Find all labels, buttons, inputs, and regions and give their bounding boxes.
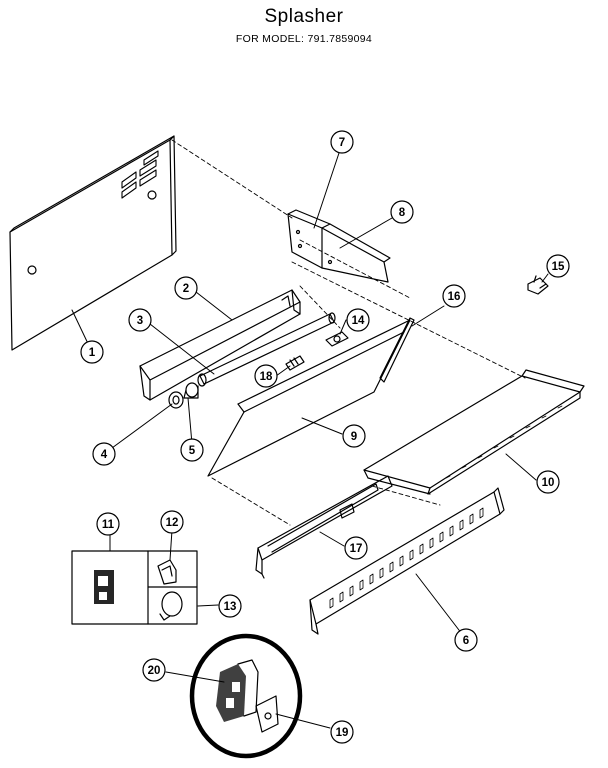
callout-7-circle <box>330 130 354 154</box>
callout-17: 17 <box>350 543 363 555</box>
part-connector <box>325 331 349 347</box>
callout-4-circle <box>92 442 116 466</box>
callout-18-circle <box>254 364 278 388</box>
callout-6: 6 <box>463 635 469 647</box>
part-switch <box>94 570 114 604</box>
part-mount-bracket <box>255 695 279 733</box>
part-fitting <box>168 391 184 409</box>
callout-3-circle <box>128 308 152 332</box>
callout-12: 12 <box>166 517 179 529</box>
part-clip <box>183 382 199 399</box>
trim-vents <box>329 507 484 609</box>
callout-16: 16 <box>448 291 461 303</box>
leader-lines <box>71 149 549 729</box>
callout-18: 18 <box>260 371 273 383</box>
part-upper-channel <box>139 289 301 401</box>
callout-19-circle <box>330 720 354 744</box>
part-bracket <box>287 209 391 283</box>
shelf-holes <box>445 405 563 479</box>
callout-14: 14 <box>352 315 365 327</box>
callout-16-circle <box>442 284 466 308</box>
callout-20: 20 <box>148 665 161 677</box>
callout-9: 9 <box>351 431 357 443</box>
callout-5-circle <box>180 438 204 462</box>
callout-8-circle <box>390 200 414 224</box>
callout-19: 19 <box>336 727 349 739</box>
callout-9-circle <box>342 424 366 448</box>
callout-11-circle <box>96 512 120 536</box>
part-rail <box>255 475 393 579</box>
callout-5: 5 <box>189 445 196 457</box>
part-thermostat <box>216 659 259 722</box>
part-wire-loop <box>159 591 183 621</box>
callout-14-circle <box>346 308 370 332</box>
callout-1: 1 <box>89 347 96 359</box>
callout-11: 11 <box>102 519 115 531</box>
circled-detail <box>189 633 303 759</box>
part-rod <box>379 317 415 383</box>
callout-13-circle <box>218 594 242 618</box>
part-shelf <box>363 369 585 495</box>
callout-15: 15 <box>552 261 565 273</box>
part-back-panel <box>9 135 177 351</box>
vent-slots <box>121 150 159 199</box>
callout-8: 8 <box>399 207 406 219</box>
callout-3: 3 <box>137 315 143 327</box>
callout-10: 10 <box>542 477 555 489</box>
callout-10-circle <box>536 470 560 494</box>
part-splasher-plate <box>207 319 411 477</box>
callout-12-circle <box>160 510 184 534</box>
callout-markers <box>80 130 570 744</box>
callout-13: 13 <box>224 601 237 613</box>
callout-2: 2 <box>183 283 189 295</box>
part-vented-trim <box>309 487 505 635</box>
callout-7: 7 <box>339 137 345 149</box>
part-clip-small <box>157 559 177 585</box>
model-subtitle: FOR MODEL: 791.7859094 <box>235 33 373 45</box>
callout-6-circle <box>454 628 478 652</box>
inset-parts-box <box>71 550 198 625</box>
callout-1-circle <box>80 340 104 364</box>
callout-2-circle <box>174 276 198 300</box>
callout-labels: 1 2 3 4 5 6 7 8 9 10 11 12 13 14 15 16 1… <box>89 137 565 739</box>
part-tube <box>197 312 336 387</box>
callout-15-circle <box>546 254 570 278</box>
part-small-clip <box>527 275 549 295</box>
part-spring <box>285 355 305 371</box>
callout-17-circle <box>344 536 368 560</box>
callout-20-circle <box>142 658 166 682</box>
callout-4: 4 <box>101 449 108 461</box>
diagram-title: Splasher <box>264 6 344 27</box>
